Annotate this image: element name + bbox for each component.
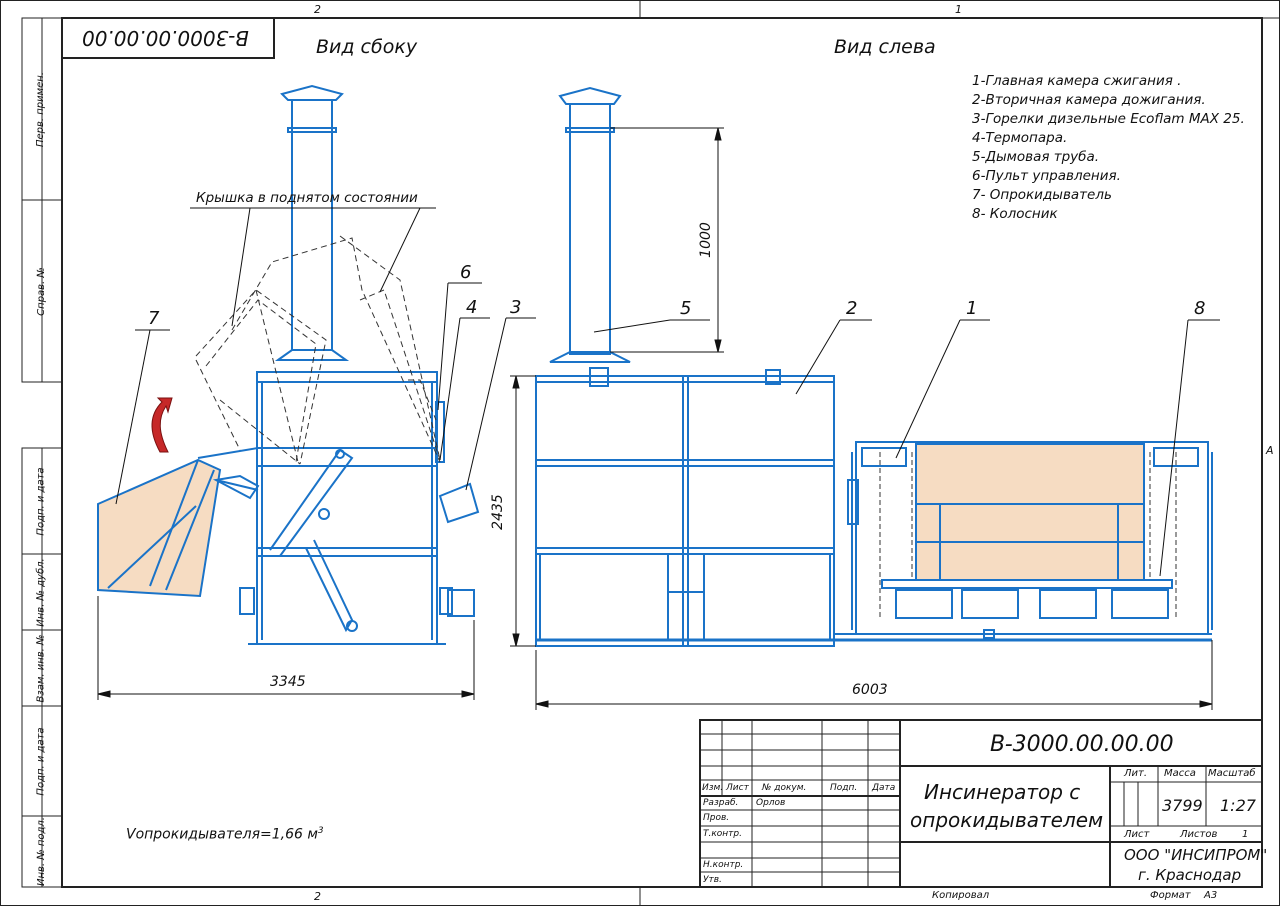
title-block-code: B-3000.00.00.00 (990, 732, 1174, 757)
side-view-title: Вид сбоку (316, 36, 418, 58)
title-block-name-1: Инсинератор с (924, 780, 1081, 804)
legend-item-2: 2-Вторичная камера дожигания. (972, 92, 1206, 108)
zone-top-right: 1 (955, 3, 962, 16)
legend-list: 1-Главная камера сжигания . 2-Вторичная … (972, 72, 1245, 224)
company-city: г. Краснодар (1138, 866, 1242, 884)
legend-item-3: 3-Горелки дизельные Ecoflam MAX 25. (972, 111, 1245, 127)
callout-2: 2 (846, 298, 858, 319)
hdr-izm: Изм. (702, 783, 724, 793)
hdr-data: Дата (872, 783, 896, 793)
row-nkontr: Н.контр. (703, 860, 744, 870)
scale-value: 1:27 (1220, 796, 1256, 815)
dimension-lines (97, 127, 1213, 710)
row-razrab: Разраб. (703, 798, 739, 808)
strip-sprav-no: Справ. № (35, 266, 47, 316)
dim-1000: 1000 (697, 222, 714, 258)
hdr-list: Лист (726, 783, 749, 793)
lid-raised-note: Крышка в поднятом состоянии (196, 190, 418, 206)
legend-item-1: 1-Главная камера сжигания . (972, 73, 1182, 89)
callout-6: 6 (460, 262, 472, 283)
strip-podp-data-1: Подп. и дата (35, 466, 47, 536)
legend-item-4: 4-Термопара. (972, 130, 1068, 146)
row-utv: Утв. (703, 875, 722, 885)
side-view-drawing (97, 84, 480, 645)
tipper-volume-note: Vопрокидывателя=1,66 м3 (126, 826, 324, 843)
legend-item-6: 6-Пульт управления. (972, 168, 1121, 184)
list-label: Лист (1124, 829, 1150, 840)
hdr-lit: Лит. (1124, 768, 1148, 779)
strip-perv-primen: Перв. примен. (35, 71, 47, 147)
strip-inv-dubl: Инв. № дубл. (35, 557, 47, 627)
row-tkontr: Т.контр. (703, 829, 743, 839)
legend-item-5: 5-Дымовая труба. (972, 149, 1100, 165)
code-box-mirrored: B-3000.00.00.00 (82, 26, 249, 50)
legend-item-7: 7- Опрокидыватель (972, 187, 1112, 203)
left-view-title: Вид слева (834, 36, 936, 58)
strip-inv-podl: Инв. № подл. (35, 817, 47, 886)
company-name: ООО "ИНСИПРОМ" (1124, 846, 1268, 864)
listov-label: Листов (1180, 829, 1218, 840)
row-prov: Пров. (703, 813, 730, 823)
legend-item-8: 8- Колосник (972, 206, 1058, 222)
title-block-grid (699, 719, 1263, 888)
hdr-masshtab: Масштаб (1208, 768, 1256, 779)
listov-value: 1 (1242, 829, 1249, 840)
zone-bottom: 2 (314, 890, 321, 903)
callout-5: 5 (680, 298, 692, 319)
callout-4: 4 (466, 297, 478, 318)
hdr-podp: Подп. (830, 783, 858, 793)
title-block-name-2: опрокидывателем (910, 808, 1104, 832)
raised-lid-dashed (195, 235, 441, 465)
callout-8: 8 (1194, 298, 1206, 319)
dim-2435: 2435 (489, 494, 506, 530)
callout-7: 7 (148, 308, 160, 329)
format-value: А3 (1204, 890, 1218, 901)
strip-vzam-inv: Взам. инв. № (35, 634, 47, 702)
dim-6003: 6003 (852, 682, 888, 698)
hdr-massa: Масса (1164, 768, 1196, 779)
zone-top-left: 2 (314, 3, 321, 16)
callout-1: 1 (966, 298, 978, 319)
left-view-drawing (535, 86, 1213, 647)
strip-podp-data-2: Подп. и дата (35, 726, 47, 796)
tipping-arrow (151, 397, 173, 453)
kopiroval-label: Копировал (932, 890, 990, 901)
left-view-hidden (879, 452, 1177, 620)
dim-3345: 3345 (270, 674, 306, 690)
leaders (115, 207, 1220, 577)
format-label: Формат (1150, 890, 1191, 901)
zone-right: A (1266, 444, 1274, 457)
mass-value: 3799 (1162, 796, 1203, 815)
hdr-docum: № докум. (762, 783, 807, 793)
razrab-name: Орлов (756, 798, 786, 808)
callout-3: 3 (510, 297, 522, 318)
